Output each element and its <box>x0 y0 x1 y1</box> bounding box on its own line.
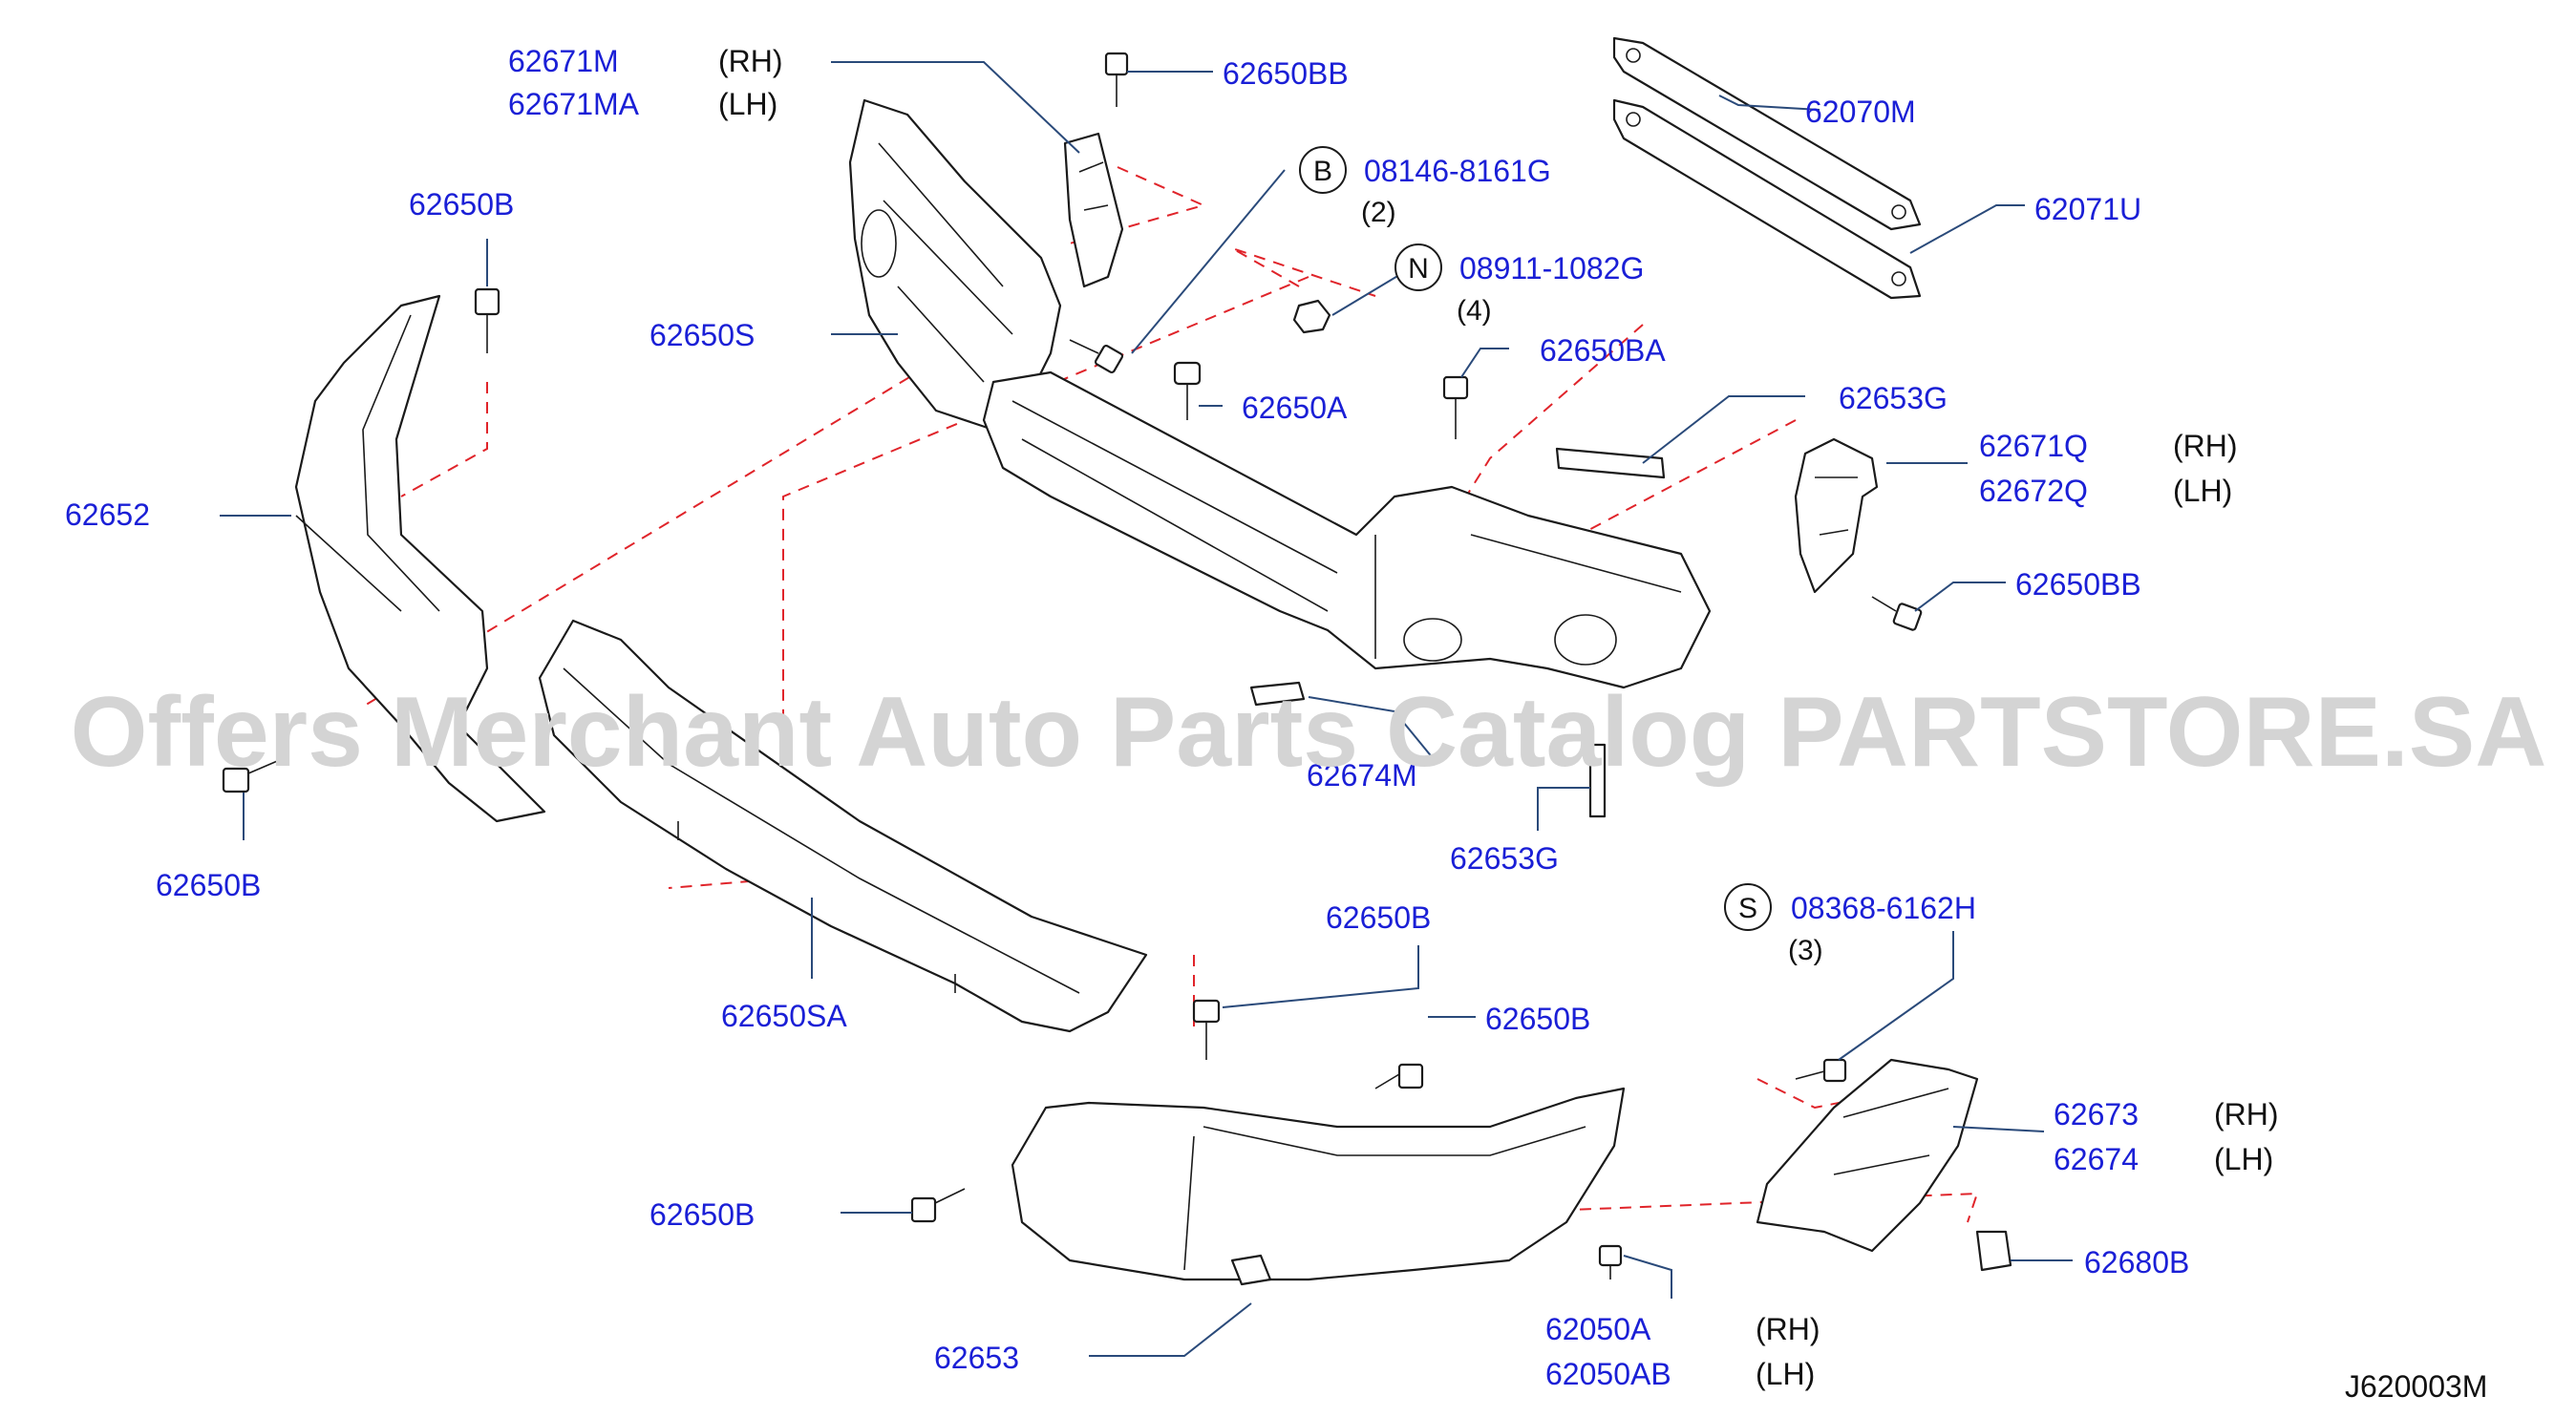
strap-62070m <box>1612 36 1922 231</box>
label-08368-6162h[interactable]: 08368-6162H <box>1791 891 1976 925</box>
side-bracket-62671q <box>1794 437 1879 594</box>
label-62680b[interactable]: 62680B <box>2084 1245 2189 1280</box>
label-62653g-top[interactable]: 62653G <box>1839 381 1948 415</box>
label-rh-3: (RH) <box>2214 1097 2279 1131</box>
label-62674m[interactable]: 62674M <box>1307 758 1417 793</box>
label-62650bb-top[interactable]: 62650BB <box>1223 56 1349 91</box>
circle-letter-n: N <box>1394 243 1442 291</box>
strap-62071u <box>1612 98 1922 300</box>
label-62671q[interactable]: 62671Q <box>1979 429 2088 463</box>
bolt-62650a <box>1173 361 1202 420</box>
label-62671ma[interactable]: 62671MA <box>508 87 640 121</box>
screw-08368 <box>1795 1058 1847 1083</box>
label-lh-1: (LH) <box>718 87 777 121</box>
label-62650sa[interactable]: 62650SA <box>721 999 847 1033</box>
clip-62050a <box>1598 1244 1623 1280</box>
part-labels: 62671M 62671MA (RH) (LH) 62650BB 62070M … <box>65 44 2487 1404</box>
svg-text:N: N <box>1408 253 1429 285</box>
bolt-62650b-midright <box>1374 1063 1424 1089</box>
bolt-62650b-lowleft <box>910 1188 966 1223</box>
label-qty-3: (3) <box>1788 935 1823 966</box>
label-62673[interactable]: 62673 <box>2054 1097 2139 1131</box>
bolt-62650ba <box>1442 375 1469 439</box>
label-62674[interactable]: 62674 <box>2054 1142 2139 1176</box>
side-bracket-62673 <box>1756 1058 1979 1253</box>
label-rh-2: (RH) <box>2173 429 2238 463</box>
label-qty-2: (2) <box>1361 197 1396 228</box>
label-62653g-bottom[interactable]: 62653G <box>1450 841 1559 876</box>
label-62650b-left[interactable]: 62650B <box>156 868 261 902</box>
label-62652[interactable]: 62652 <box>65 497 150 532</box>
circle-letter-b: B <box>1299 146 1347 194</box>
label-62650bb-right[interactable]: 62650BB <box>2015 567 2141 602</box>
main-crossmember <box>982 370 1712 707</box>
bolt-62650bb-top <box>1104 52 1129 107</box>
label-rh-4: (RH) <box>1756 1312 1820 1346</box>
fasteners <box>222 52 1923 1280</box>
label-lh-3: (LH) <box>2214 1142 2273 1176</box>
label-62050a[interactable]: 62050A <box>1545 1312 1651 1346</box>
label-08146-8161g[interactable]: 08146-8161G <box>1364 154 1551 188</box>
label-62671m[interactable]: 62671M <box>508 44 619 78</box>
clip-62680b <box>1975 1230 2012 1272</box>
label-62650b-midright[interactable]: 62650B <box>1485 1002 1590 1036</box>
nut-08911 <box>1292 299 1331 334</box>
lower-fascia-62653 <box>1011 1087 1626 1286</box>
label-lh-4: (LH) <box>1756 1357 1815 1391</box>
diagram-code: J620003M <box>2345 1369 2487 1404</box>
label-lh-2: (LH) <box>2173 474 2232 508</box>
bolt-62650bb-right <box>1871 596 1923 631</box>
bolt-08146 <box>1069 339 1124 374</box>
label-62650ba[interactable]: 62650BA <box>1540 333 1666 368</box>
seal-strip-62653g-top <box>1555 447 1666 479</box>
reinforcement-62650sa <box>538 619 1148 1033</box>
label-62650b-lowleft[interactable]: 62650B <box>649 1197 755 1232</box>
label-62070m[interactable]: 62070M <box>1805 95 1916 129</box>
label-62050ab[interactable]: 62050AB <box>1545 1357 1671 1391</box>
label-62071u[interactable]: 62071U <box>2034 192 2141 226</box>
watermark: Offers Merchant Auto Parts Catalog PARTS… <box>71 677 2547 788</box>
svg-text:B: B <box>1313 156 1332 187</box>
label-qty-4: (4) <box>1457 295 1492 327</box>
seal-strip-62653g-bottom <box>1588 743 1607 818</box>
label-62650s[interactable]: 62650S <box>649 318 755 352</box>
label-62650b-topleft[interactable]: 62650B <box>409 187 514 222</box>
bolt-62650b-topleft <box>474 287 500 353</box>
svg-text:S: S <box>1738 893 1757 924</box>
leader-lines <box>220 61 2073 1357</box>
label-62672q[interactable]: 62672Q <box>1979 474 2088 508</box>
label-rh-1: (RH) <box>718 44 783 78</box>
bracket-62671m <box>1063 132 1124 288</box>
label-62650a[interactable]: 62650A <box>1242 391 1348 425</box>
label-62653[interactable]: 62653 <box>934 1341 1019 1375</box>
label-08911-1082g[interactable]: 08911-1082G <box>1459 251 1644 286</box>
bolt-62650b-mid <box>1192 999 1221 1060</box>
bolt-62650b-left <box>222 758 283 793</box>
label-62650b-mid[interactable]: 62650B <box>1326 900 1431 935</box>
corner-bracket-62652 <box>294 294 546 823</box>
circle-letter-s: S <box>1724 883 1772 931</box>
